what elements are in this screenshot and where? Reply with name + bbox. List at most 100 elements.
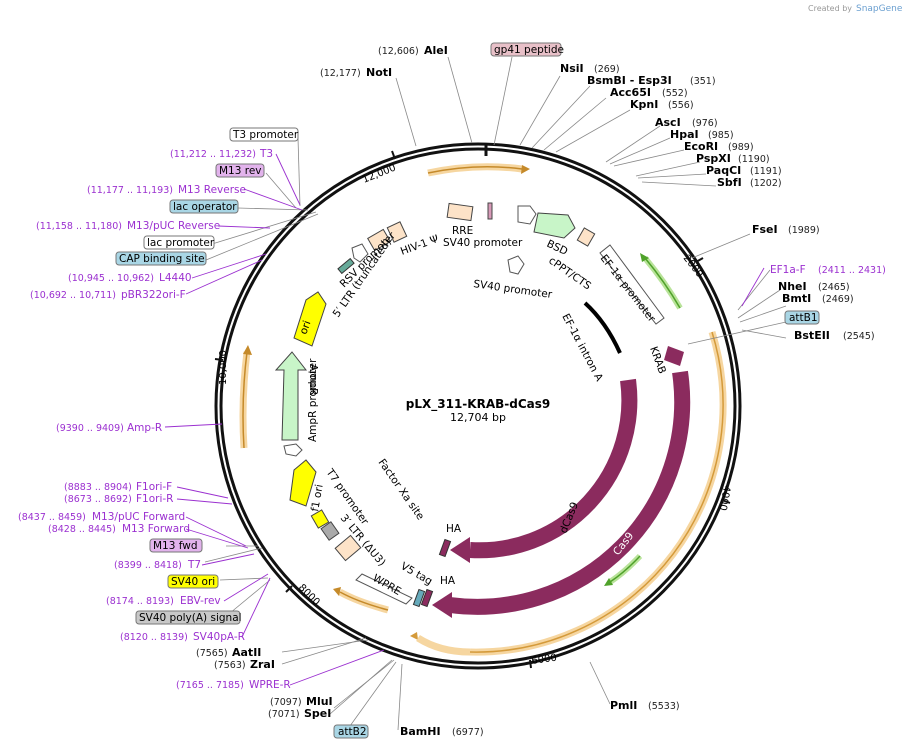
primer-t3-pos: (11,212 .. 11,232) — [170, 149, 256, 160]
rre-label: RRE — [452, 225, 473, 237]
ha-label-2: HA — [440, 575, 456, 587]
primer-callout-lines — [164, 153, 765, 686]
gp41-shape — [487, 202, 493, 220]
sv40-promoter-2-label: SV40 promoter — [473, 278, 554, 301]
site-bstEII[interactable]: BstEII — [794, 329, 830, 342]
tick-mark-6000 — [529, 659, 532, 669]
cap-site-label[interactable]: CAP binding site — [119, 253, 205, 265]
primer-m13pucfwd[interactable]: M13/pUC Forward — [92, 511, 185, 523]
green-arrow-ef1a-head — [640, 253, 649, 262]
site-ascI[interactable]: AscI — [655, 116, 681, 129]
site-nheI[interactable]: NheI — [778, 280, 807, 293]
sv40-promoter-2-shape — [507, 255, 525, 275]
primer-pbr322[interactable]: pBR322ori-F — [121, 289, 186, 301]
site-aatII[interactable]: AatII — [232, 646, 261, 659]
wpre-shape — [355, 573, 413, 605]
ori-shape — [293, 291, 327, 347]
site-ecoRI[interactable]: EcoRI — [684, 140, 718, 153]
site-acc65I[interactable]: Acc65I — [610, 86, 651, 99]
site-speI[interactable]: SpeI — [304, 707, 331, 720]
site-nsiI[interactable]: NsiI — [560, 62, 584, 75]
site-notI[interactable]: NotI — [366, 66, 392, 79]
lac-operator-label[interactable]: lac operator — [173, 201, 237, 213]
site-bsmbI-pos: (351) — [690, 76, 716, 87]
primer-l4440[interactable]: L4440 — [159, 272, 192, 284]
site-bsmbI[interactable]: BsmBI - Esp3I — [587, 74, 672, 87]
site-fseI[interactable]: FseI — [752, 223, 778, 236]
site-hpaI-pos: (985) — [708, 130, 734, 141]
site-pmlI[interactable]: PmlI — [610, 699, 637, 712]
plasmid-size: 12,704 bp — [450, 411, 506, 424]
site-mluI[interactable]: MluI — [306, 695, 333, 708]
orf-top-line — [427, 166, 523, 174]
primer-ampr[interactable]: Amp-R — [127, 422, 162, 434]
primer-m13pucrev[interactable]: M13/pUC Reverse — [127, 220, 220, 232]
site-bstEII-pos: (2545) — [843, 331, 875, 342]
site-paqCI[interactable]: PaqCI — [706, 164, 741, 177]
site-hpaI[interactable]: HpaI — [670, 128, 699, 141]
tick-mark-4000 — [721, 499, 731, 504]
tick-6000: 6000 — [531, 653, 558, 667]
site-paqCI-pos: (1191) — [750, 166, 782, 177]
sv40-polya-label[interactable]: SV40 poly(A) signal — [139, 612, 242, 624]
tick-mark-8000 — [285, 585, 293, 593]
site-sbfI[interactable]: SbfI — [717, 176, 742, 189]
credit-prefix: Created by — [808, 4, 852, 13]
primer-t3[interactable]: T3 — [259, 148, 273, 160]
site-bmtI[interactable]: BmtI — [782, 292, 811, 305]
primer-ebvrev-pos: (8174 .. 8193) — [106, 596, 174, 607]
primer-wprer[interactable]: WPRE-R — [249, 679, 291, 691]
box-sv40-ori — [167, 574, 219, 589]
site-bamHI[interactable]: BamHI — [400, 725, 441, 738]
primer-f1orif[interactable]: F1ori-F — [136, 481, 172, 493]
site-pspXI[interactable]: PspXI — [696, 152, 731, 165]
primer-m13fwd[interactable]: M13 Forward — [122, 523, 190, 535]
site-nsiI-pos: (269) — [594, 64, 620, 75]
primer-l4440-pos: (10,945 .. 10,962) — [68, 273, 154, 284]
primer-ef1af[interactable]: EF1a-F — [770, 264, 806, 276]
green-arrow-cas9-head — [604, 578, 613, 586]
primer-f1orif-pos: (8883 .. 8904) — [64, 482, 132, 493]
box-m13-fwd — [149, 538, 203, 553]
orf-right-line — [469, 331, 724, 653]
ef1a-intron-label: EF-1α intron A — [559, 312, 605, 384]
ltr5-shape — [367, 228, 391, 252]
cas9-head — [432, 592, 452, 618]
site-zraI[interactable]: ZraI — [250, 658, 275, 671]
primer-m13pucfwd-pos: (8437 .. 8459) — [18, 512, 86, 523]
m13-fwd-label[interactable]: M13 fwd — [153, 540, 198, 552]
f1ori-shape — [289, 459, 317, 507]
site-mluI-pos: (7097) — [270, 697, 302, 708]
m13-rev-label[interactable]: M13 rev — [219, 165, 262, 177]
sv40-ori-label[interactable]: SV40 ori — [171, 576, 215, 588]
sv40-polya-shape — [320, 521, 340, 541]
backbone-inner — [219, 147, 737, 665]
lac-promoter-label[interactable]: lac promoter — [147, 237, 215, 249]
box-attb1 — [784, 310, 820, 325]
t3-promoter-label[interactable]: T3 promoter — [232, 129, 299, 141]
primer-sv40par[interactable]: SV40pA-R — [193, 631, 245, 643]
site-kpnI[interactable]: KpnI — [630, 98, 658, 111]
site-aleI-pos: (12,606) — [378, 46, 419, 57]
box-sv40-polya — [135, 610, 241, 625]
primer-ebvrev[interactable]: EBV-rev — [180, 595, 221, 607]
primer-f1orir[interactable]: F1ori-R — [136, 493, 173, 505]
attb1-label[interactable]: attB1 — [789, 312, 818, 324]
primer-t7[interactable]: T7 — [187, 559, 201, 571]
dcas9-arc — [469, 378, 638, 559]
site-ascI-pos: (976) — [692, 118, 718, 129]
v5-shape — [412, 588, 426, 608]
site-ecoRI-pos: (989) — [728, 142, 754, 153]
credit-brand[interactable]: SnapGene — [856, 4, 903, 14]
tick-mark-2000 — [695, 257, 704, 263]
primer-t7-pos: (8399 .. 8418) — [114, 560, 182, 571]
attb2-label[interactable]: attB2 — [338, 726, 367, 738]
site-notI-pos: (12,177) — [320, 68, 361, 79]
orf-left-line — [242, 351, 248, 449]
gp41-label[interactable]: gp41 peptide — [494, 44, 564, 56]
primer-m13rev[interactable]: M13 Reverse — [178, 184, 246, 196]
tick-mark-10000 — [214, 358, 224, 361]
primer-ef1af-pos: (2411 .. 2431) — [818, 265, 886, 276]
site-aleI[interactable]: AleI — [424, 44, 448, 57]
